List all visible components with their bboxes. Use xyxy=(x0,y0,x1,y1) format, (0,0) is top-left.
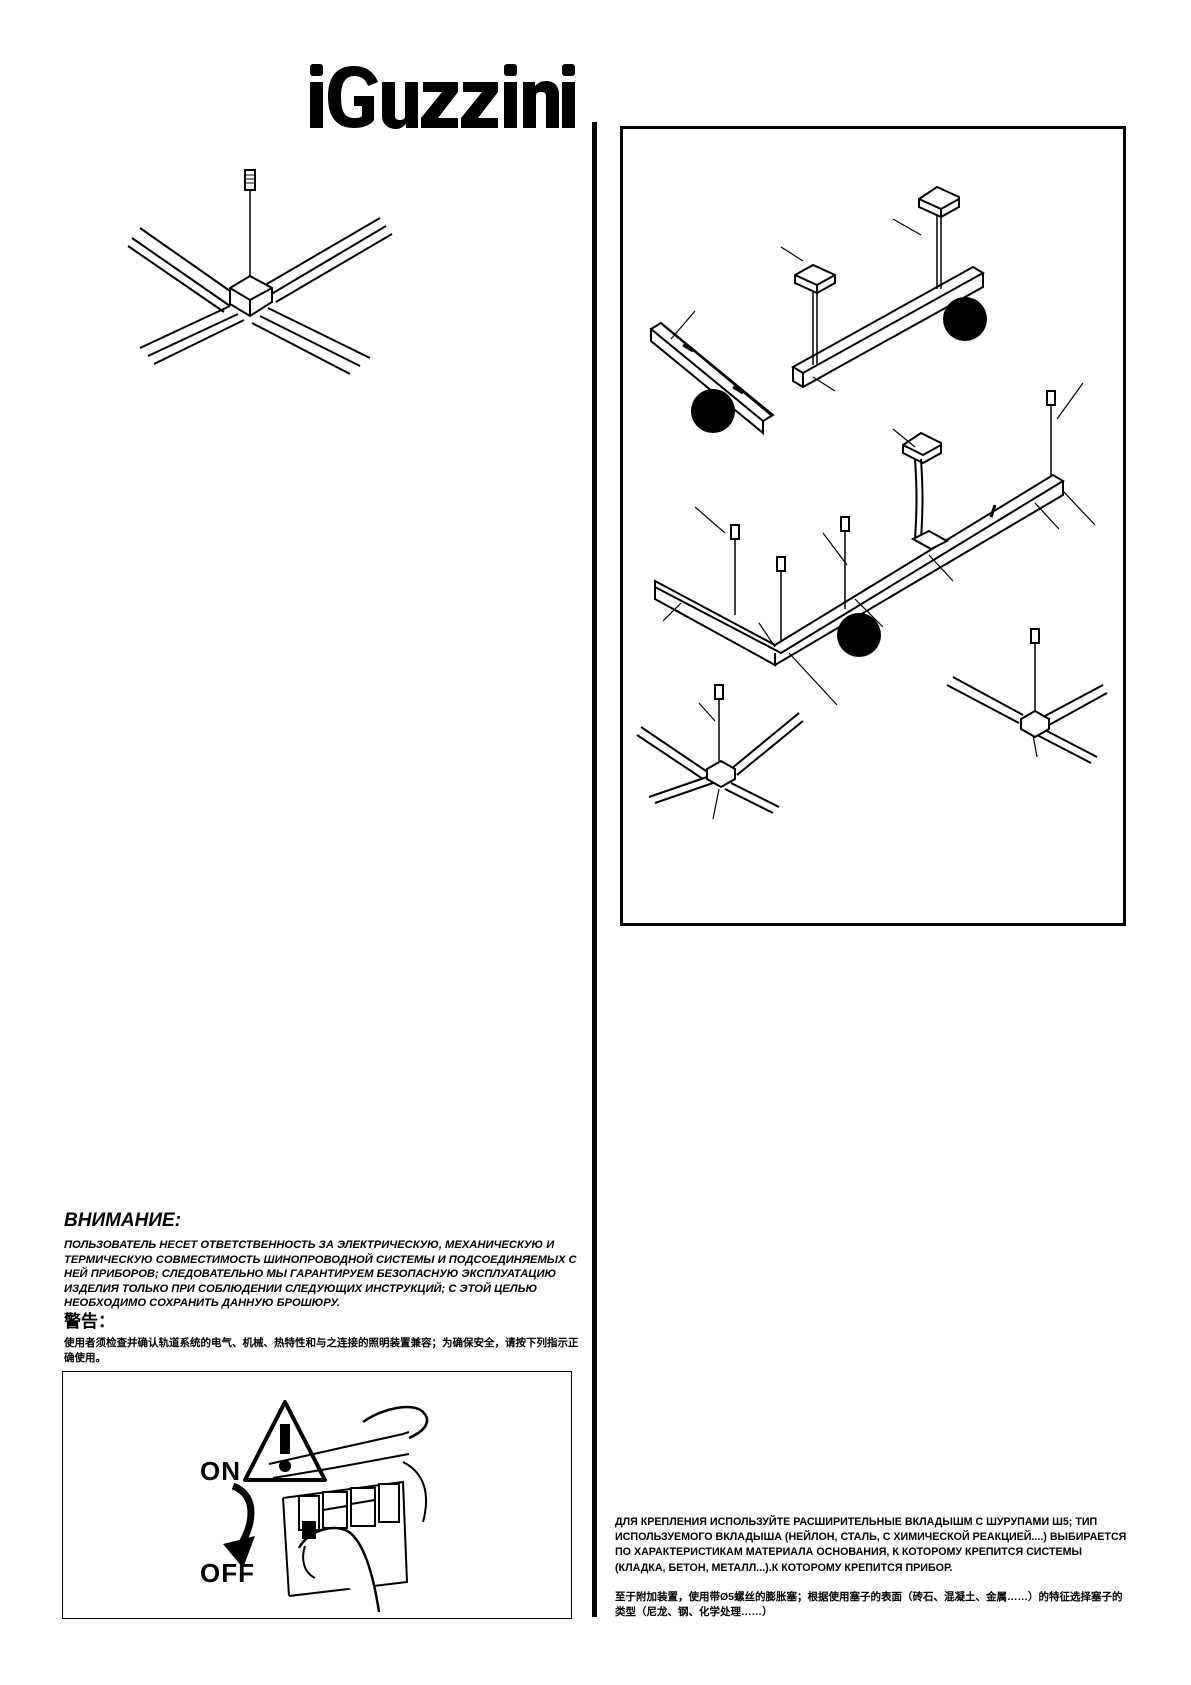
warning-triangle-icon xyxy=(243,1400,327,1482)
iguzzini-logo: iGuzzini xyxy=(308,62,575,129)
warning-russian-heading: ВНИМАНИЕ: xyxy=(64,1210,182,1231)
reference-dot-c xyxy=(837,613,881,657)
warning-chinese-body: 使用者须检查并确认轨道系统的电气、机械、热特性和与之连接的照明装置兼容；为确保安… xyxy=(64,1337,579,1364)
cross-junction-illustration xyxy=(127,169,393,375)
warning-russian-body: ПОЛЬЗОВАТЕЛЬ НЕСЕТ ОТВЕТСТВЕННОСТЬ ЗА ЭЛ… xyxy=(64,1239,577,1310)
reference-dot-b xyxy=(943,297,987,341)
logo-text: iGuzzini xyxy=(308,62,312,63)
fixing-note-chinese: 至于附加装置，使用带Ø5螺丝的膨胀塞；根据使用塞子的表面（砖石、混凝土、金属……… xyxy=(615,1590,1129,1620)
page-divider xyxy=(592,122,597,1617)
fixing-note-chinese-text: 至于附加装置，使用带Ø5螺丝的膨胀塞；根据使用塞子的表面（砖石、混凝土、金属……… xyxy=(615,1591,1123,1618)
power-switch-panel: ON OFF xyxy=(62,1371,572,1619)
installation-diagram xyxy=(636,185,1108,820)
warning-russian: ВНИМАНИЕ: ПОЛЬЗОВАТЕЛЬ НЕСЕТ ОТВЕТСТВЕНН… xyxy=(64,1210,579,1311)
warning-chinese-heading: 警告： xyxy=(64,1312,115,1331)
fixing-note-russian: ДЛЯ КРЕПЛЕНИЯ ИСПОЛЬЗУЙТЕ РАСШИРИТЕЛЬНЫЕ… xyxy=(615,1515,1129,1576)
reference-dot-a xyxy=(691,389,735,433)
installation-diagram-panel xyxy=(620,126,1126,926)
warning-chinese: 警告： 使用者须检查并确认轨道系统的电气、机械、热特性和与之连接的照明装置兼容；… xyxy=(64,1307,579,1366)
fixing-note-russian-text: ДЛЯ КРЕПЛЕНИЯ ИСПОЛЬЗУЙТЕ РАСШИРИТЕЛЬНЫЕ… xyxy=(615,1516,1127,1574)
off-label: OFF xyxy=(200,1558,255,1588)
on-label: ON xyxy=(200,1456,241,1486)
